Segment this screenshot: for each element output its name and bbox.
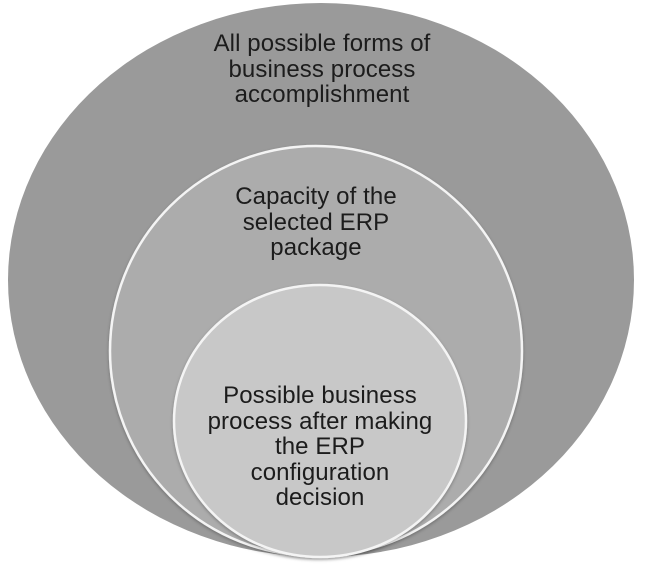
inner-circle-label: Possible business process after making t… bbox=[120, 383, 520, 511]
outer-circle-label: All possible forms of business process a… bbox=[122, 31, 522, 108]
inner-circle-label-line: the ERP bbox=[274, 433, 366, 460]
middle-circle-label: Capacity of the selected ERP package bbox=[116, 184, 516, 261]
outer-circle-label-line: accomplishment bbox=[234, 81, 410, 108]
outer-circle-label-line: business process bbox=[228, 55, 416, 83]
outer-circle-label-line: All possible forms of bbox=[213, 30, 431, 57]
middle-circle-label-line: Capacity of the bbox=[235, 183, 397, 210]
inner-circle-label-line: Possible business bbox=[223, 382, 417, 409]
middle-circle-label-line: selected ERP bbox=[242, 208, 390, 236]
middle-circle-label-line: package bbox=[270, 234, 362, 261]
inner-circle-label-line: decision bbox=[275, 484, 365, 511]
inner-circle-label-line: configuration bbox=[250, 458, 390, 486]
inner-circle bbox=[172, 283, 468, 559]
inner-circle-label-line: process after making bbox=[207, 407, 433, 435]
